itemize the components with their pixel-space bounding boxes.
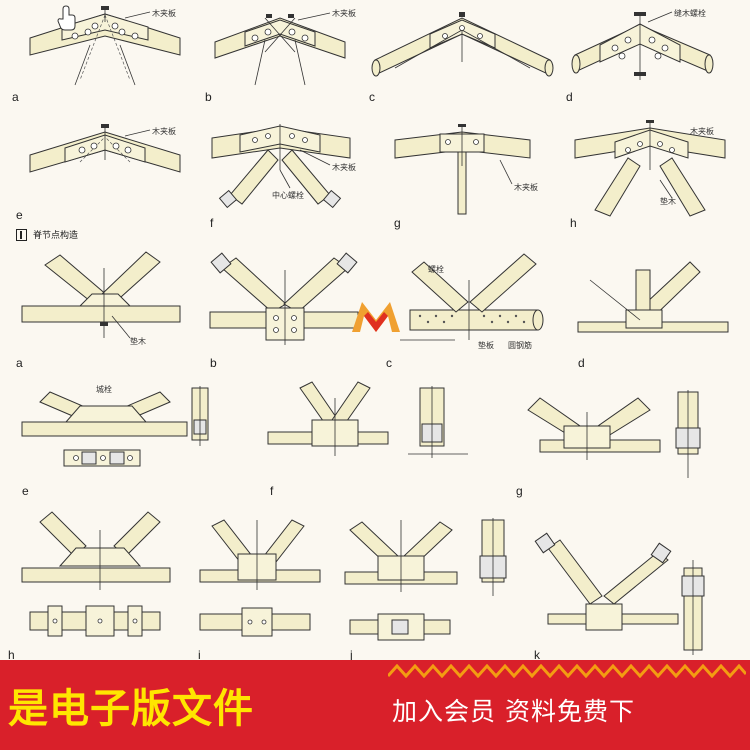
subfigure-label: d [566, 90, 573, 104]
annotation-splint: 木夹板 [152, 9, 176, 18]
annotation-splint: 木夹板 [332, 9, 356, 18]
annotation-splint: 木夹板 [332, 163, 356, 172]
annotation-knot: 城栓 [96, 385, 112, 394]
subfigure-label: i [198, 648, 201, 662]
subfigure-label: h [570, 216, 577, 230]
joint-4e [21, 386, 209, 467]
banner-left-text: 是电子版文件 [8, 686, 254, 732]
joint-1a [29, 6, 181, 86]
annotation-bolt: 螺栓 [428, 265, 444, 274]
section-marker-icon [16, 228, 27, 241]
subfigure-label: k [534, 648, 540, 662]
subfigure-label: b [205, 90, 212, 104]
subfigure-label: b [210, 356, 217, 370]
joint-1c [371, 12, 554, 77]
annotation-washer: 垫板 [478, 341, 494, 350]
subfigure-label: e [16, 208, 23, 222]
subfigure-label: j [350, 648, 353, 662]
subfigure-label: a [16, 356, 23, 370]
subfigure-label: a [12, 90, 19, 104]
subfigure-label: e [22, 484, 29, 498]
joint-5j [344, 518, 507, 641]
annotation-joint-bolt: 缝木螺栓 [674, 9, 706, 18]
joint-2g [394, 124, 531, 215]
subfigure-label: h [8, 648, 15, 662]
annotation-splint: 木夹板 [514, 183, 538, 192]
joint-3b [209, 252, 359, 345]
joint-3c [400, 253, 544, 341]
banner-right-text: 加入会员 资料免费下 [392, 697, 635, 726]
hand-cursor-icon [57, 5, 76, 31]
subfigure-label: f [270, 484, 274, 498]
watermark-logo-icon [352, 302, 400, 332]
joint-3d [577, 261, 729, 333]
subfigure-label: f [210, 216, 214, 230]
annotation-splint: 木夹板 [152, 127, 176, 136]
subfigure-label: c [369, 90, 375, 104]
section-title: 脊节点构造 [33, 231, 79, 241]
annotation-round-steel: 圆钢筋 [508, 341, 532, 350]
promo-banner [0, 660, 750, 750]
subfigure-label: g [516, 484, 523, 498]
annotation-center-bolt: 中心螺栓 [272, 191, 304, 200]
joint-2h [574, 120, 726, 217]
joint-5k [534, 532, 705, 655]
zigzag-decoration-icon [388, 664, 746, 678]
joint-5i [199, 519, 321, 637]
annotation-splint: 木夹板 [690, 127, 714, 136]
joint-2e [29, 124, 181, 173]
annotation-lug: 垫木 [130, 337, 146, 346]
joint-4g [527, 390, 701, 478]
subfigure-label: c [386, 356, 392, 370]
subfigure-label: d [578, 356, 585, 370]
joint-4f [267, 381, 468, 458]
joint-5h [21, 511, 171, 637]
joint-2f [211, 124, 351, 209]
joint-3a [21, 251, 181, 339]
joint-1d [571, 11, 714, 80]
subfigure-label: g [394, 216, 401, 230]
annotation-pad-wood: 垫木 [660, 197, 676, 206]
section-heading: 脊节点构造 [16, 228, 78, 241]
joint-1b [214, 12, 346, 86]
